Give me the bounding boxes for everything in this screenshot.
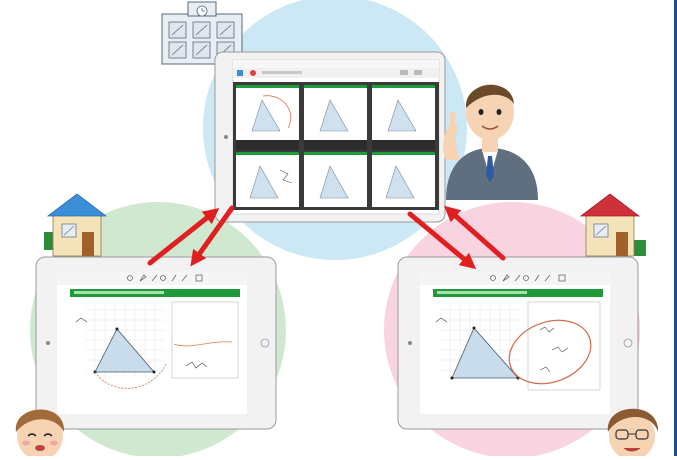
- arrow-right-to-teacher: [444, 205, 506, 261]
- student-tablet-left: [35, 256, 277, 430]
- school-building-icon: [161, 1, 243, 65]
- arrow-teacher-to-right: [407, 211, 477, 270]
- house-icon: [579, 193, 646, 257]
- house-icon: [44, 193, 108, 257]
- student-boy-icon: [15, 409, 65, 460]
- right-border: [674, 0, 677, 456]
- arrow-teacher-to-left: [190, 205, 235, 267]
- teacher-tablet: [214, 51, 446, 223]
- student-panels: [236, 85, 435, 207]
- student-tablet-right: [397, 256, 639, 430]
- arrow-left-to-teacher: [147, 208, 220, 266]
- student-glasses-icon: [607, 408, 659, 460]
- teacher-icon: [443, 84, 538, 200]
- connection-arrows: [147, 205, 506, 270]
